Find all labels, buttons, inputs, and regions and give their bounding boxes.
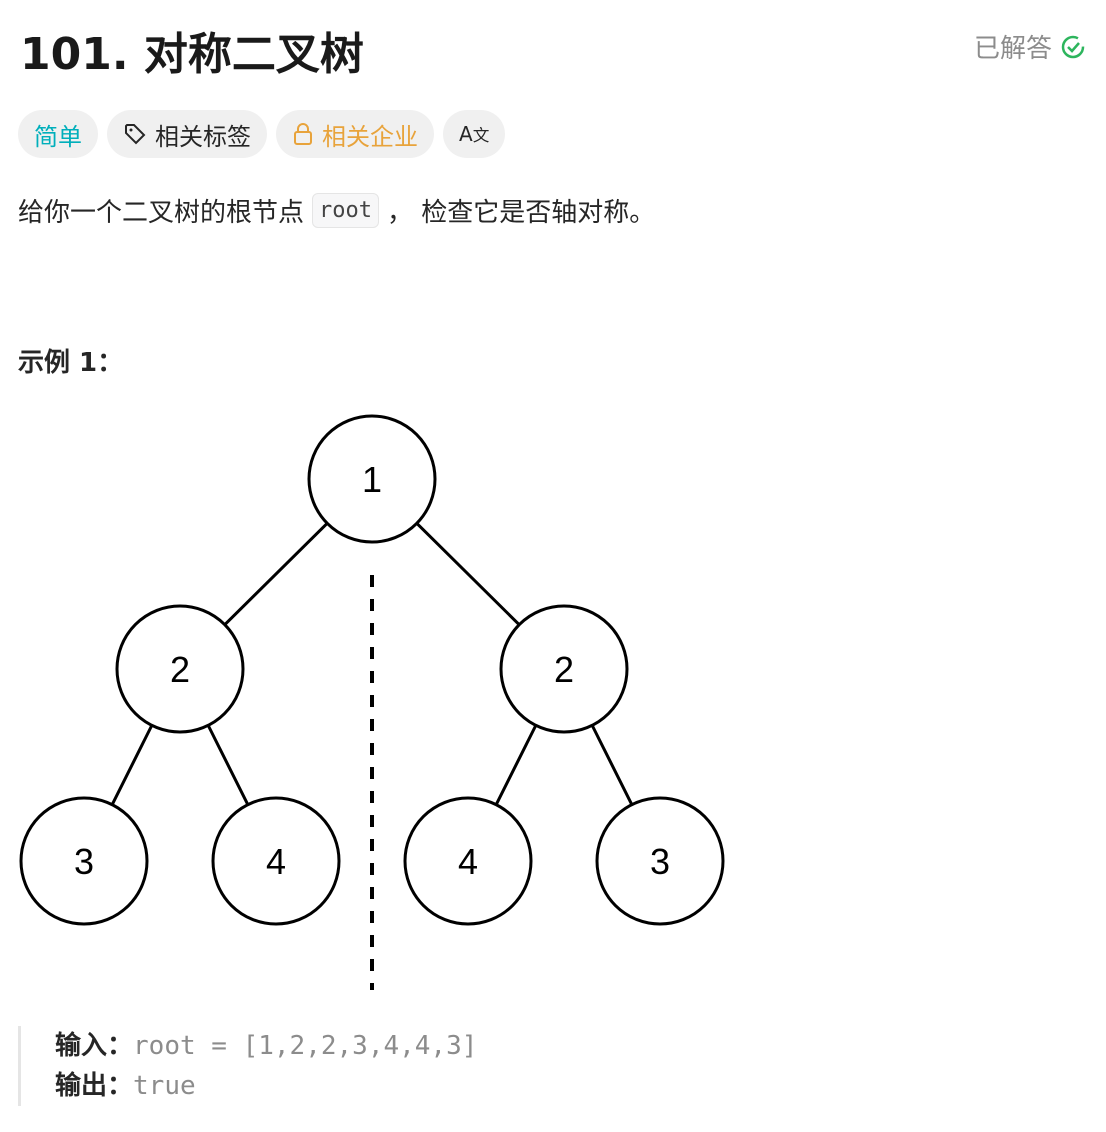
tree-node xyxy=(499,604,629,734)
tree-node-value: 2 xyxy=(554,649,574,690)
example-title: 示例 1： xyxy=(18,348,124,378)
tree-node xyxy=(19,796,149,926)
inline-code: root xyxy=(312,193,379,228)
tree-node xyxy=(211,796,341,926)
input-label: 输入： xyxy=(55,1031,134,1061)
tree-node xyxy=(307,414,437,544)
input-value: root = [1,2,2,3,4,4,3] xyxy=(133,1031,478,1061)
problem-description: 给你一个二叉树的根节点 root ， 检查它是否轴对称。 xyxy=(18,192,655,229)
translate-icon: A文 xyxy=(459,122,490,146)
tree-node xyxy=(115,604,245,734)
tree-node-value: 1 xyxy=(362,459,382,500)
difficulty-badge[interactable]: 简单 xyxy=(18,110,98,158)
tree-node-value: 3 xyxy=(650,841,670,882)
page-title: 101. 对称二叉树 xyxy=(20,29,364,80)
example-io: 输入：root = [1,2,2,3,4,4,3] 输出：true xyxy=(18,1026,477,1106)
output-label: 输出： xyxy=(55,1071,134,1101)
related-companies-button[interactable]: 相关企业 xyxy=(276,110,434,158)
tree-node-value: 3 xyxy=(74,841,94,882)
translate-button[interactable]: A文 xyxy=(443,110,506,158)
difficulty-label: 简单 xyxy=(34,122,82,151)
check-circle-icon xyxy=(1061,35,1085,58)
lock-icon xyxy=(294,123,312,145)
description-text: 给你一个二叉树的根节点 xyxy=(18,198,305,228)
related-topics-button[interactable]: 相关标签 xyxy=(107,110,267,158)
related-topics-label: 相关标签 xyxy=(155,122,251,151)
solved-label: 已解答 xyxy=(973,34,1052,64)
related-companies-label: 相关企业 xyxy=(322,122,418,151)
description-text-end: ， 检查它是否轴对称。 xyxy=(387,198,656,228)
output-value: true xyxy=(133,1071,196,1101)
tag-icon xyxy=(125,124,146,145)
tree-node-value: 4 xyxy=(266,841,286,882)
tag-bar: 简单 相关标签 相关企业 A文 xyxy=(18,110,506,158)
tree-node-value: 2 xyxy=(170,649,190,690)
symmetric-tree-diagram: 1 2 2 3 4 4 3 xyxy=(19,414,725,990)
solved-status: 已解答 xyxy=(974,28,1086,65)
tree-node-value: 4 xyxy=(458,841,478,882)
tree-node xyxy=(403,796,533,926)
tree-node xyxy=(595,796,725,926)
